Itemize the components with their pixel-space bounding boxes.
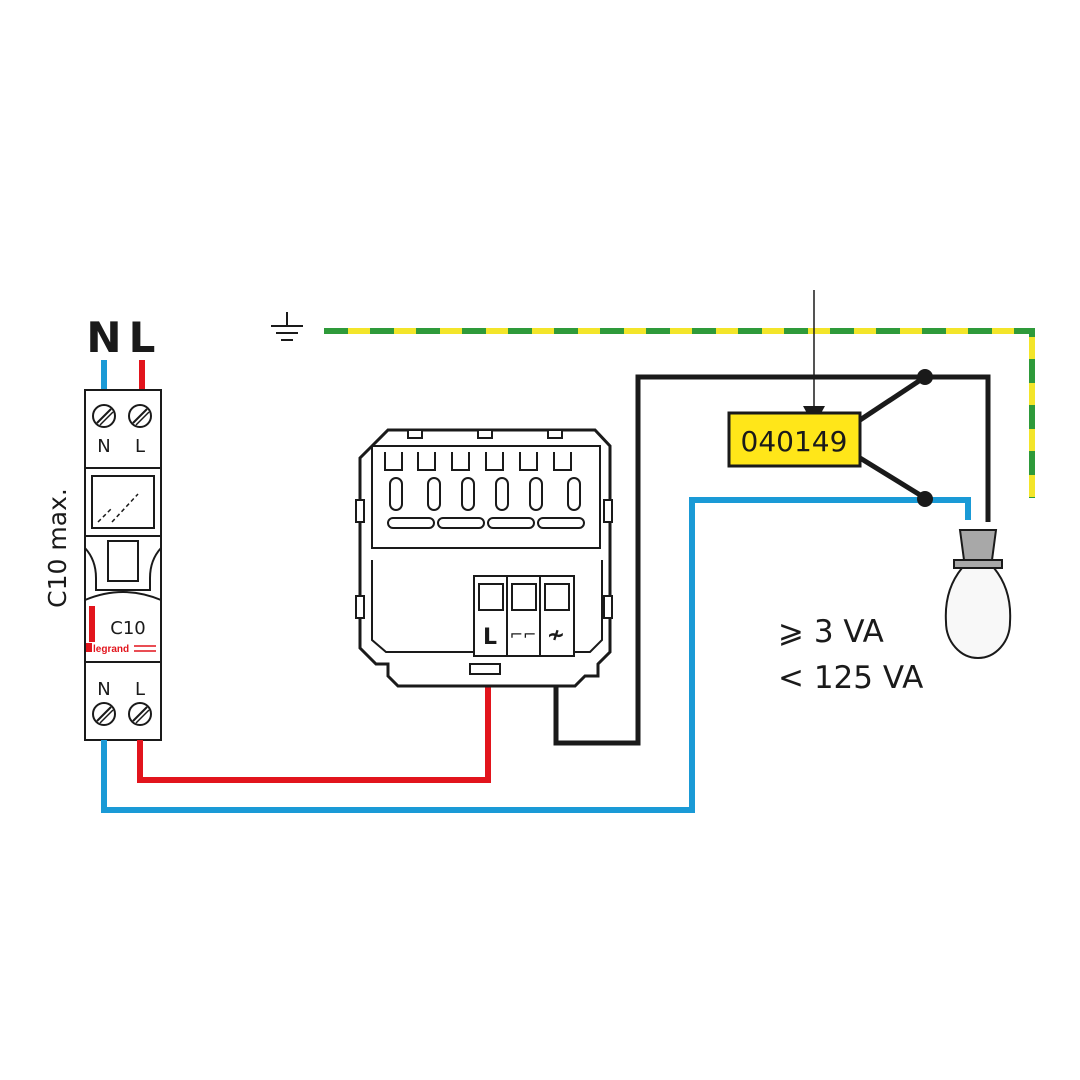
breaker-top-n-label: N bbox=[97, 436, 110, 457]
switched-wire bbox=[553, 374, 991, 746]
supply-neutral-label: N bbox=[86, 313, 121, 362]
accessory-reference: 040149 bbox=[741, 425, 848, 458]
breaker-red-indicator bbox=[89, 606, 95, 642]
breaker-toggle[interactable] bbox=[107, 540, 139, 582]
neutral-wire bbox=[101, 497, 971, 813]
junction-neutral bbox=[917, 491, 933, 507]
dimmer-terminal-l: L bbox=[483, 625, 497, 650]
load-max-power: < 125 VA bbox=[778, 660, 923, 696]
breaker-bottom-l-label: L bbox=[135, 679, 145, 700]
earth-icon bbox=[271, 312, 303, 341]
breaker-top-screw-n bbox=[92, 404, 116, 428]
accessory-box bbox=[727, 411, 862, 468]
breaker-bottom-screw-l bbox=[128, 702, 152, 726]
circuit-breaker: N L C10 legrand N L bbox=[84, 389, 162, 741]
breaker-bottom-screw-n bbox=[92, 702, 116, 726]
load-min-power: ⩾ 3 VA bbox=[778, 614, 884, 650]
breaker-brand-logo: legrand bbox=[93, 644, 129, 655]
dimmer-terminal-output-b: ≁ bbox=[547, 623, 565, 648]
supply-line-label: L bbox=[129, 313, 156, 362]
junction-switched bbox=[917, 369, 933, 385]
breaker-rating: C10 bbox=[110, 618, 145, 639]
lamp-icon bbox=[944, 529, 1012, 659]
dimmer-module: L ⌐⌐ ≁ bbox=[355, 428, 613, 688]
breaker-top-l-label: L bbox=[135, 436, 145, 457]
dimmer-terminal-output-a: ⌐⌐ bbox=[510, 625, 537, 644]
earth-wire bbox=[324, 328, 1035, 498]
breaker-side-label: C10 max. bbox=[43, 488, 72, 608]
breaker-top-screw-l bbox=[128, 404, 152, 428]
breaker-bottom-n-label: N bbox=[97, 679, 110, 700]
line-wire bbox=[137, 650, 491, 783]
